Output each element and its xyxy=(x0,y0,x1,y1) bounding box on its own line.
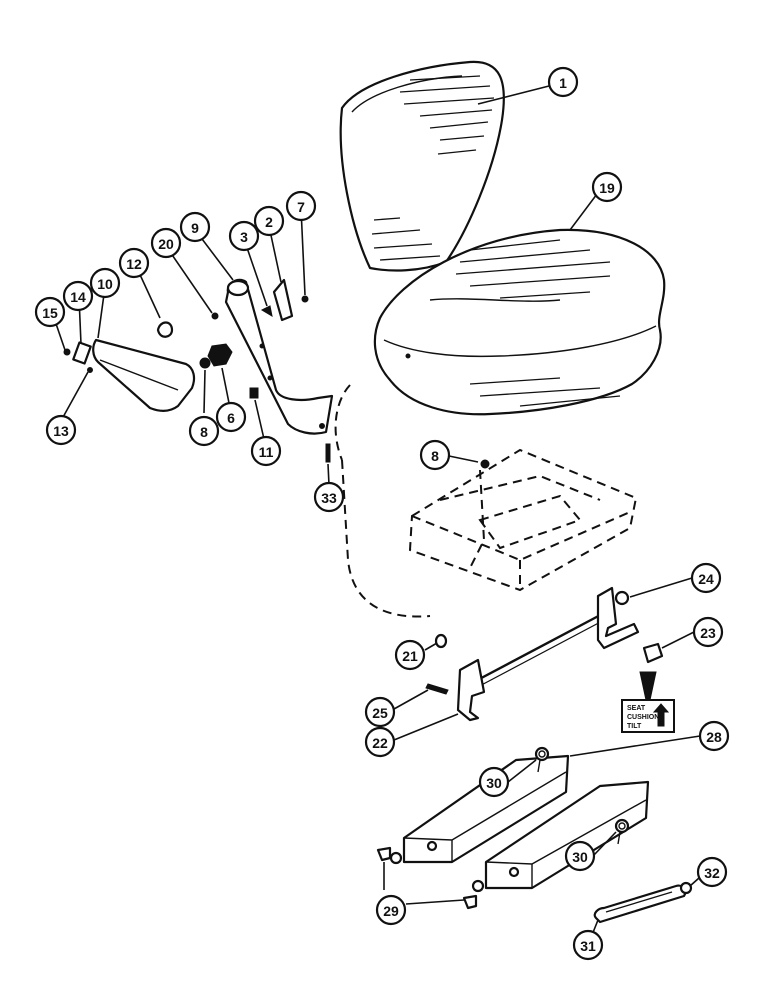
callout-6: 6 xyxy=(215,401,247,433)
callout-15: 15 xyxy=(34,296,66,328)
callout-1: 1 xyxy=(547,66,579,98)
callout-29: 29 xyxy=(375,894,407,926)
svg-text:10: 10 xyxy=(97,276,113,292)
svg-text:8: 8 xyxy=(431,448,439,464)
callout-8-lower: 8 xyxy=(419,439,451,471)
svg-text:19: 19 xyxy=(599,180,615,196)
callout-22: 22 xyxy=(364,726,396,758)
svg-text:31: 31 xyxy=(580,938,596,954)
seat-cushion xyxy=(373,228,666,416)
svg-text:8: 8 xyxy=(200,424,208,440)
svg-text:30: 30 xyxy=(572,849,588,865)
tilt-rod-assembly xyxy=(425,586,664,722)
callout-30-left: 30 xyxy=(478,766,510,798)
rail-hardware xyxy=(376,846,693,924)
callout-32: 32 xyxy=(696,856,728,888)
svg-text:28: 28 xyxy=(706,729,722,745)
callout-10: 10 xyxy=(89,267,121,299)
callout-28: 28 xyxy=(698,720,730,752)
callout-8-upper: 8 xyxy=(188,415,220,447)
callout-24: 24 xyxy=(690,562,722,594)
svg-text:20: 20 xyxy=(158,236,174,252)
callout-19: 19 xyxy=(591,171,623,203)
svg-text:9: 9 xyxy=(191,220,199,236)
callout-21: 21 xyxy=(394,639,426,671)
callout-31: 31 xyxy=(572,929,604,961)
tilt-decal: SEAT CUSHION TILT xyxy=(621,671,675,733)
svg-text:15: 15 xyxy=(42,305,58,321)
callout-30-right: 30 xyxy=(564,840,596,872)
svg-text:3: 3 xyxy=(240,229,248,245)
callout-12: 12 xyxy=(118,247,150,279)
svg-text:12: 12 xyxy=(126,256,142,272)
seat-slide-rail-lower xyxy=(471,780,650,893)
callout-9: 9 xyxy=(179,211,211,243)
svg-text:13: 13 xyxy=(53,423,69,439)
armrest-bracket xyxy=(224,278,334,435)
svg-text:33: 33 xyxy=(321,490,337,506)
svg-text:29: 29 xyxy=(383,903,399,919)
svg-text:30: 30 xyxy=(486,775,502,791)
svg-text:23: 23 xyxy=(700,625,716,641)
callout-25: 25 xyxy=(364,696,396,728)
seat-backrest xyxy=(339,60,505,272)
svg-text:24: 24 xyxy=(698,571,714,587)
spring-assembly xyxy=(534,746,630,845)
callout-7: 7 xyxy=(285,190,317,222)
svg-text:2: 2 xyxy=(265,214,273,230)
svg-text:22: 22 xyxy=(372,735,388,751)
callout-20: 20 xyxy=(150,227,182,259)
seat-slide-rail-upper xyxy=(389,754,570,865)
decal-line-3: TILT xyxy=(627,723,642,730)
armrest-hardware xyxy=(63,278,331,463)
svg-text:7: 7 xyxy=(297,199,305,215)
callout-13: 13 xyxy=(45,414,77,446)
callout-23: 23 xyxy=(692,616,724,648)
callout-33: 33 xyxy=(313,481,345,513)
svg-text:1: 1 xyxy=(559,75,567,91)
armrest-pad xyxy=(92,338,196,412)
decal-line-2: CUSHION xyxy=(627,714,659,721)
svg-text:25: 25 xyxy=(372,705,388,721)
callout-2: 2 xyxy=(253,205,285,237)
svg-text:11: 11 xyxy=(259,444,274,460)
svg-text:21: 21 xyxy=(402,648,418,664)
decal-line-1: SEAT xyxy=(627,705,646,712)
callout-3: 3 xyxy=(228,220,260,252)
svg-text:32: 32 xyxy=(704,865,720,881)
svg-text:14: 14 xyxy=(70,289,86,305)
base-hardware xyxy=(434,459,490,649)
seat-base-frame xyxy=(334,384,638,618)
callout-14: 14 xyxy=(62,280,94,312)
callout-11: 11 xyxy=(250,435,282,467)
svg-text:6: 6 xyxy=(227,410,235,426)
